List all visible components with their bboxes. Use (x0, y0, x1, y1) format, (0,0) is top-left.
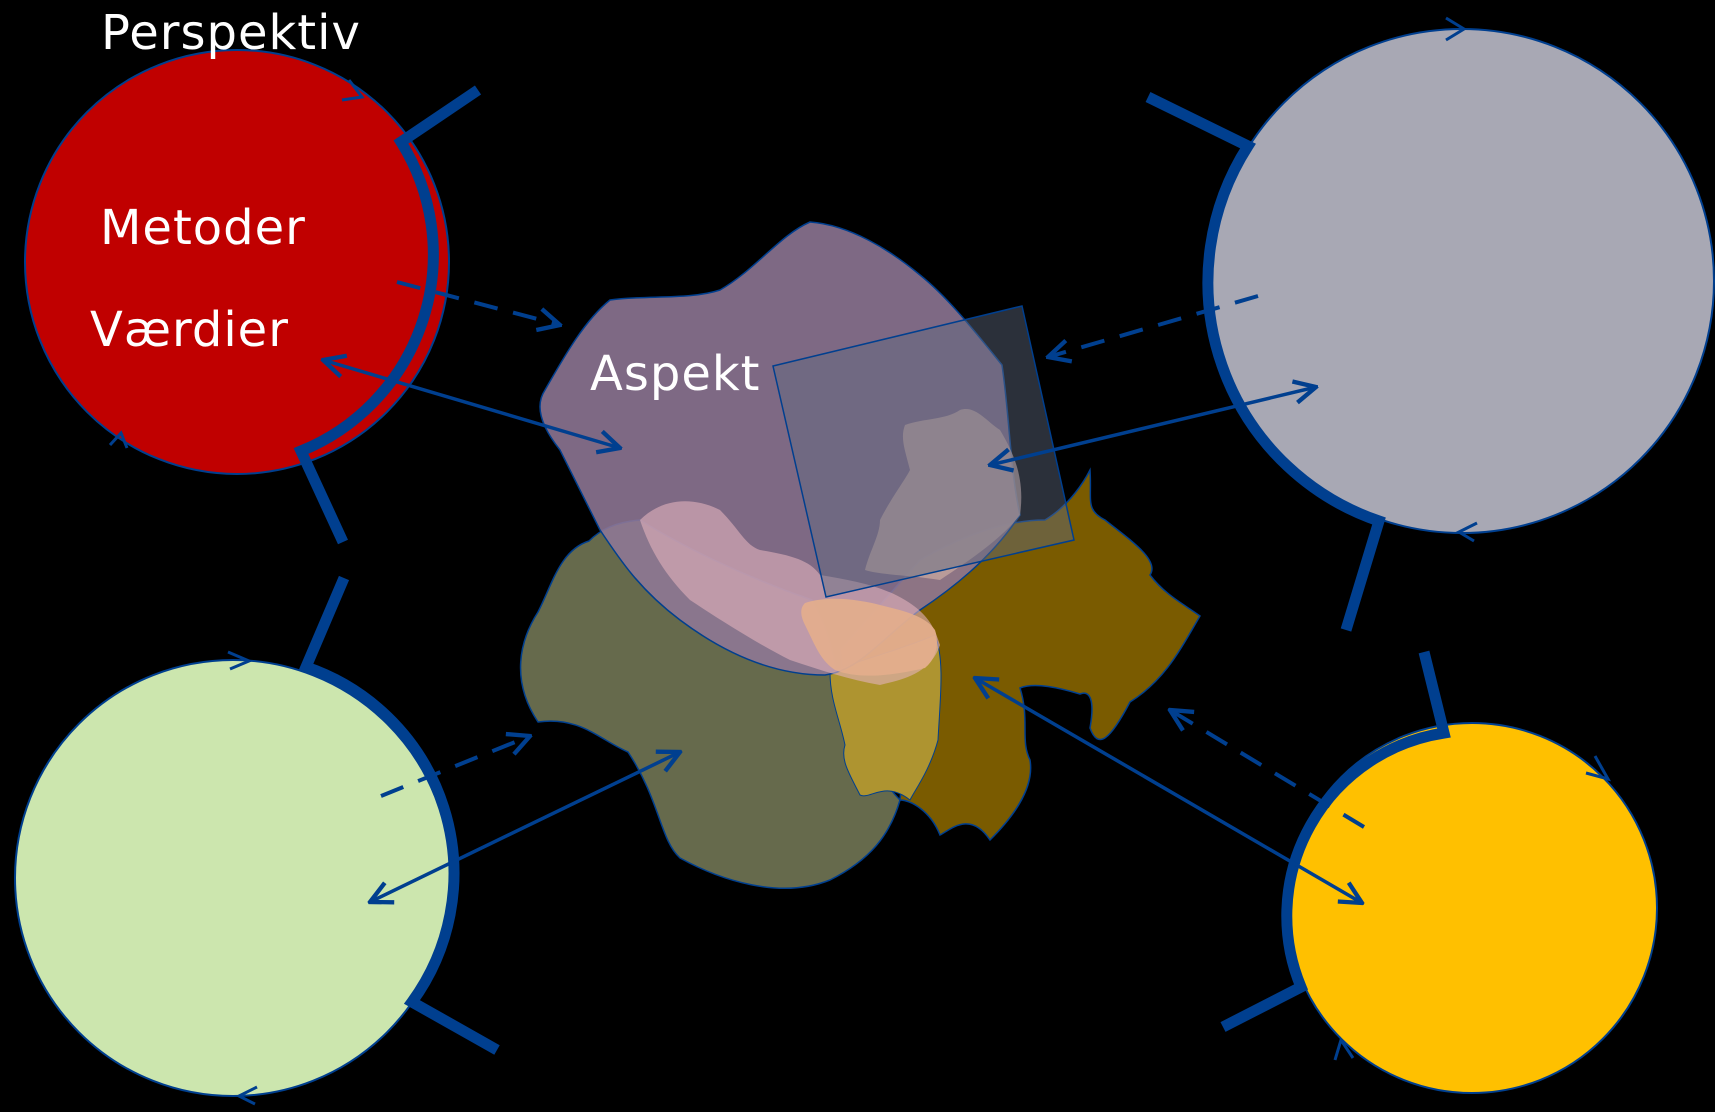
lens-rectangle (772, 305, 1075, 598)
methods-label: Metoder (100, 200, 306, 256)
arrowhead-icon (341, 79, 365, 102)
arrowhead-icon (1585, 755, 1612, 782)
arrowhead-icon (1455, 521, 1478, 543)
perspective-circle-red (24, 49, 450, 475)
connector-arrow-red (323, 360, 620, 448)
dashed-arrow-green (380, 736, 530, 798)
perspective-circle-green (14, 659, 452, 1097)
aspect-label: Aspekt (590, 346, 761, 402)
perspective-title: Perspektiv (101, 5, 361, 61)
dashed-arrow-red (396, 280, 560, 325)
arrowhead-icon (1333, 1036, 1355, 1061)
arrowhead-icon (227, 650, 253, 671)
connector-arrow-yellow (975, 678, 1362, 903)
bracket-gray (1145, 92, 1386, 632)
dashed-arrow-gray (1048, 294, 1259, 357)
connector-arrow-green (370, 752, 680, 902)
arrowhead-icon (108, 430, 129, 449)
arrowhead-icon (1445, 16, 1467, 42)
connector-arrow-gray (990, 387, 1316, 465)
arrowhead-icon (235, 1085, 258, 1106)
values-label: Værdier (90, 302, 289, 358)
aspect-overlap-light (865, 409, 1022, 580)
aspect-overlap-peach (801, 598, 937, 676)
